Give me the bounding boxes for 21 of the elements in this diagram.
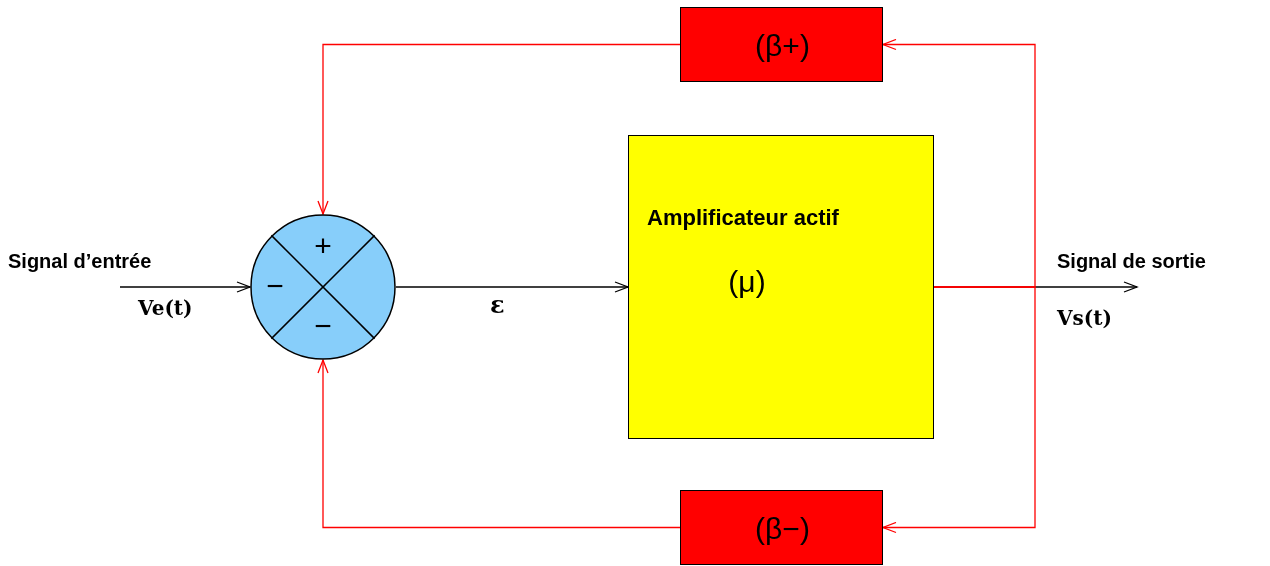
block-title: Amplificateur actif: [647, 206, 839, 231]
gain-symbol: (β+): [755, 28, 810, 62]
signal-symbol: Ve(t): [138, 296, 193, 320]
signal-arrow: [395, 281, 629, 293]
feedback-arrow: [317, 43, 681, 215]
sign-symbol: −: [266, 271, 284, 301]
signal-label: Signal d’entrée: [8, 250, 152, 273]
feedback-box: [680, 7, 883, 82]
feedback-arrow: [317, 359, 681, 529]
sign-symbol: −: [314, 311, 332, 341]
summing-junction-circle: [250, 214, 396, 360]
signal-arrow: [119, 281, 251, 293]
sign-symbol: +: [314, 231, 332, 261]
feedback-box: [680, 490, 883, 565]
amplifier-box: [628, 135, 934, 439]
feedback-arrow: [882, 286, 1036, 534]
gain-symbol: (μ): [728, 264, 766, 298]
gain-symbol: (β−): [755, 511, 810, 545]
signal-symbol: Vs(t): [1057, 306, 1112, 330]
signal-label: Signal de sortie: [1057, 250, 1206, 273]
feedback-arrow: [882, 38, 1036, 288]
